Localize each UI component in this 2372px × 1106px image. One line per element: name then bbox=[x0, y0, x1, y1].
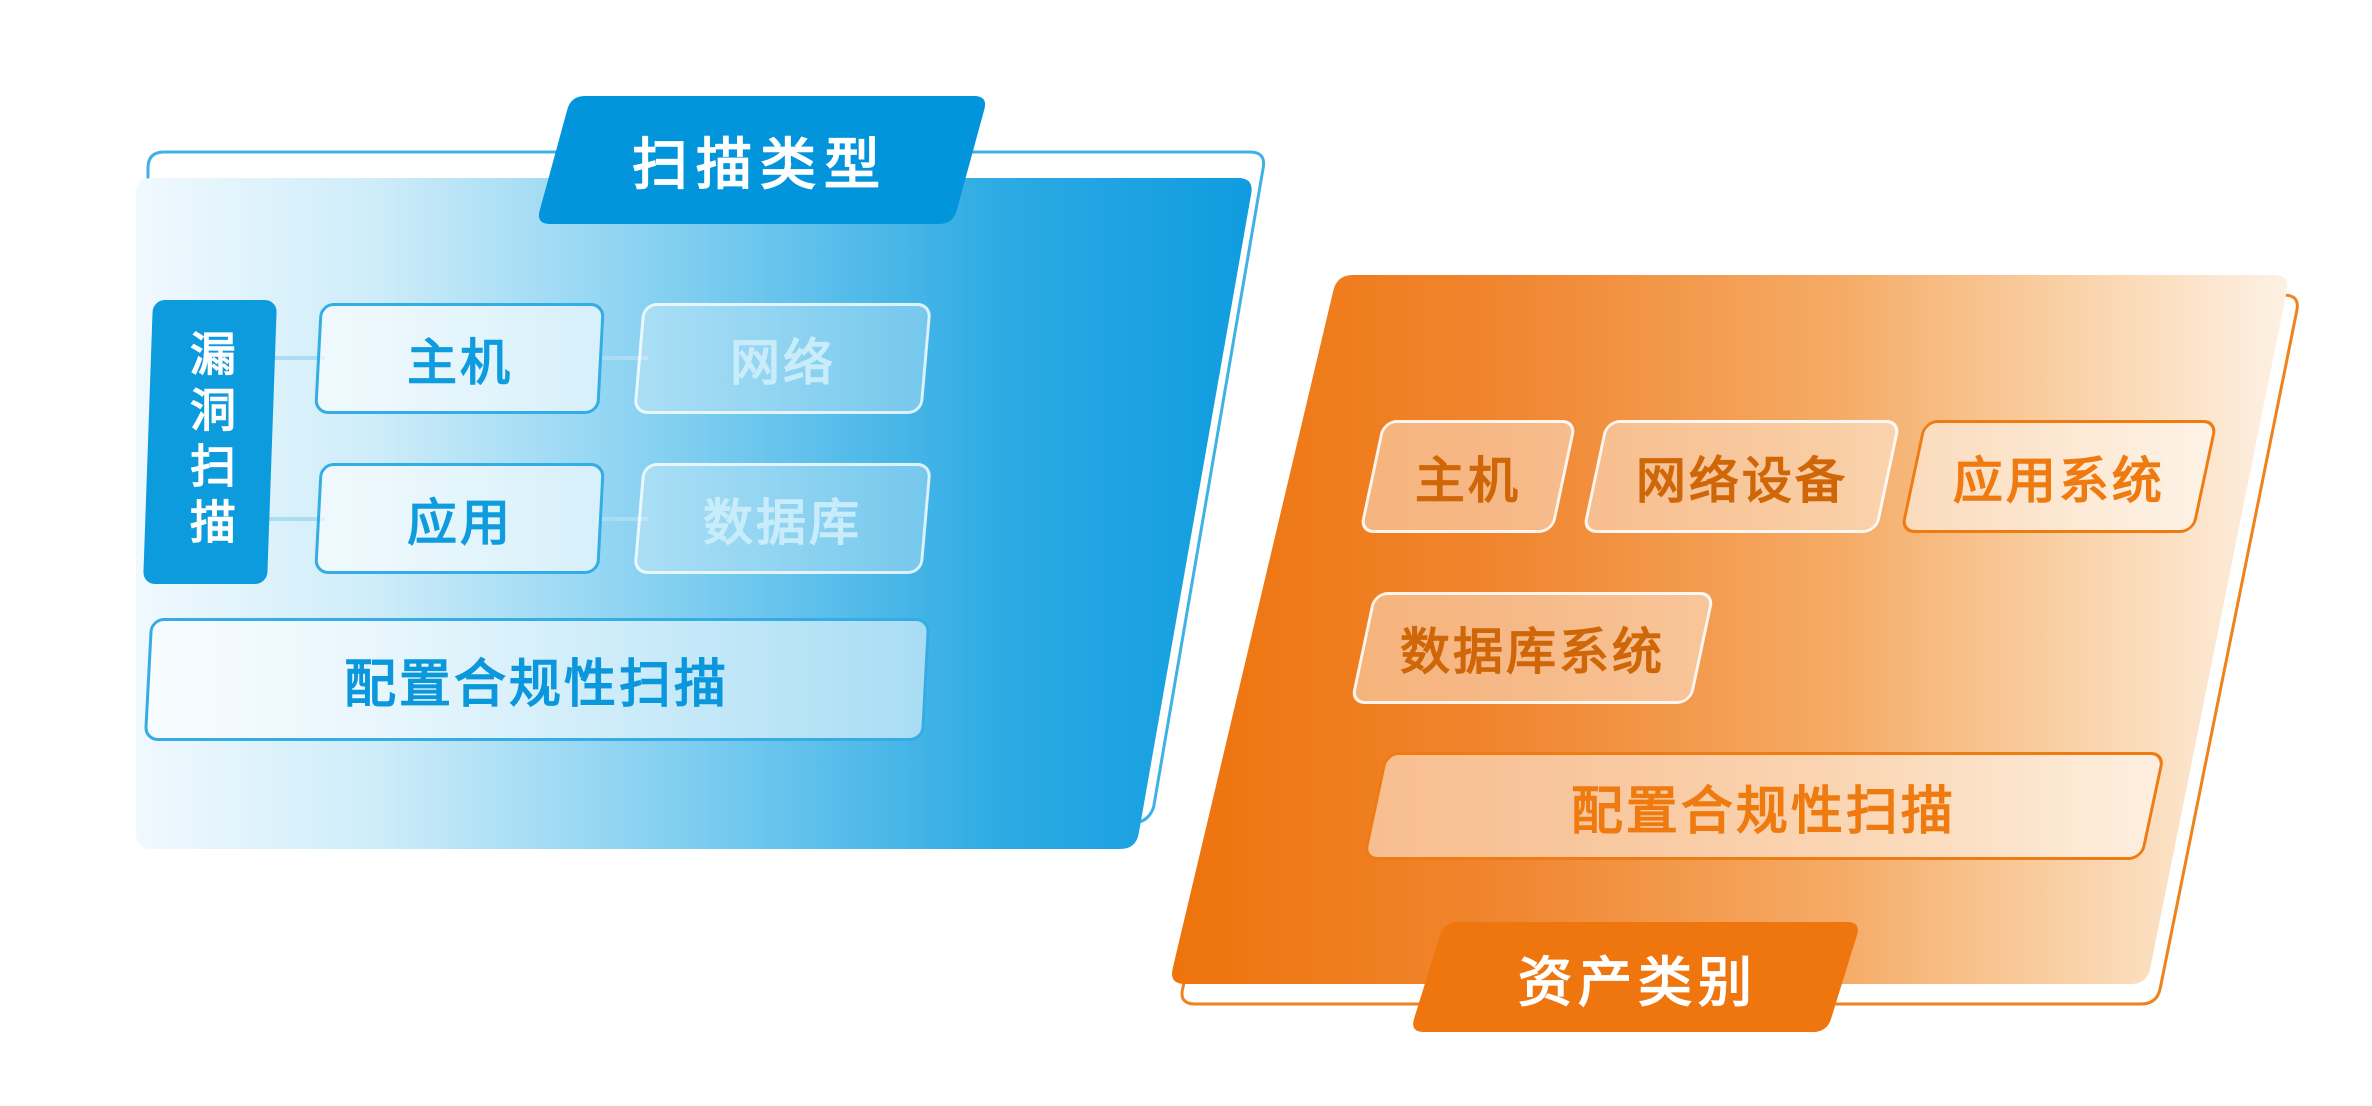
application-label: 应用 bbox=[406, 494, 513, 551]
compliance-scan-box: 配置合规性扫描 bbox=[143, 618, 931, 741]
database-box: 数据库 bbox=[633, 463, 932, 574]
asset-network-device-box: 网络设备 bbox=[1581, 420, 1902, 533]
asset-panel-shape bbox=[1172, 275, 2288, 984]
asset-host-box: 主机 bbox=[1358, 420, 1578, 533]
scan-type-tab-label: 扫描类型 bbox=[632, 132, 888, 196]
database-label: 数据库 bbox=[703, 494, 862, 551]
asset-compliance-label: 配置合规性扫描 bbox=[1571, 782, 1957, 841]
host-box: 主机 bbox=[314, 303, 605, 414]
scan-type-tab: 扫描类型 bbox=[540, 96, 980, 224]
asset-app-system-label: 应用系统 bbox=[1953, 452, 2165, 509]
asset-database-system-box: 数据库系统 bbox=[1350, 592, 1715, 704]
application-box: 应用 bbox=[314, 463, 605, 574]
asset-database-system-label: 数据库系统 bbox=[1400, 624, 1665, 680]
scan-type-tab-shape bbox=[538, 96, 986, 224]
asset-app-system-box: 应用系统 bbox=[1899, 420, 2219, 533]
vulnerability-scan-box: 漏洞扫描 bbox=[143, 300, 277, 584]
network-box: 网络 bbox=[633, 303, 932, 414]
host-label: 主机 bbox=[406, 334, 513, 391]
asset-network-device-label: 网络设备 bbox=[1635, 452, 1848, 509]
vulnerability-scan-label: 漏洞扫描 bbox=[184, 330, 236, 554]
asset-category-tab-shape bbox=[1413, 922, 1858, 1032]
asset-compliance-box: 配置合规性扫描 bbox=[1362, 752, 2166, 860]
asset-category-tab: 资产类别 bbox=[1418, 922, 1858, 1032]
asset-host-label: 主机 bbox=[1415, 452, 1521, 509]
asset-category-tab-label: 资产类别 bbox=[1518, 952, 1758, 1013]
network-label: 网络 bbox=[729, 334, 836, 391]
compliance-scan-label: 配置合规性扫描 bbox=[344, 656, 730, 714]
